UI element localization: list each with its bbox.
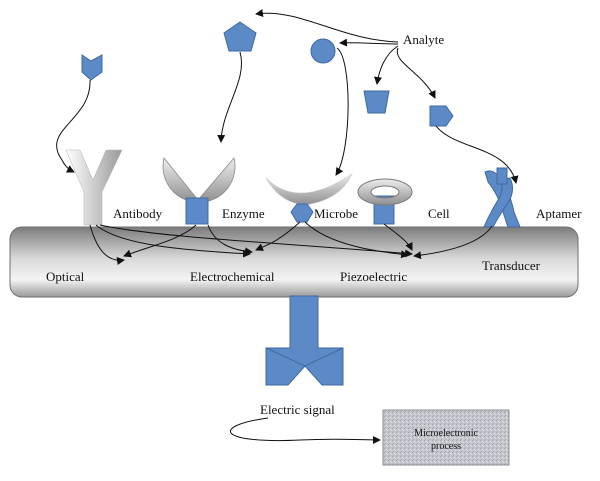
analyte-shapes	[81, 21, 454, 127]
microelectronic-process-box	[382, 409, 510, 466]
electrochemical-label: Electrochemical	[190, 269, 275, 284]
analyte-trapezoid-icon	[363, 90, 390, 114]
analyte-pentagon-icon	[223, 21, 257, 52]
enzyme-icon	[162, 157, 236, 225]
analyte-circle-icon	[310, 38, 336, 64]
piezoelectric-label: Piezoelectric	[340, 269, 407, 284]
signal-to-process-arrow	[230, 417, 381, 444]
cell-icon	[357, 178, 413, 225]
analyte-arrows	[56, 9, 519, 184]
electric-signal-label: Electric signal	[260, 402, 335, 417]
antibody-icon	[65, 149, 123, 226]
optical-label: Optical	[46, 269, 85, 284]
analyte-chevron-icon	[81, 54, 103, 81]
microbe-icon	[265, 173, 353, 223]
aptamer-label: Aptamer	[536, 206, 582, 221]
analyte-label: Analyte	[403, 32, 444, 47]
enzyme-label: Enzyme	[222, 206, 265, 221]
cell-label: Cell	[428, 206, 450, 221]
antibody-label: Antibody	[113, 206, 163, 221]
aptamer-icon	[483, 167, 521, 228]
microelectronic-label-line1: Microelectronic	[414, 428, 478, 439]
signal-arrow-icon	[265, 295, 344, 386]
transducer-arrows	[89, 221, 493, 265]
transducer-label: Transducer	[482, 258, 541, 273]
microbe-label: Microbe	[314, 206, 358, 221]
microelectronic-label-line2: process	[431, 441, 461, 452]
analyte-tag-icon	[429, 105, 454, 127]
